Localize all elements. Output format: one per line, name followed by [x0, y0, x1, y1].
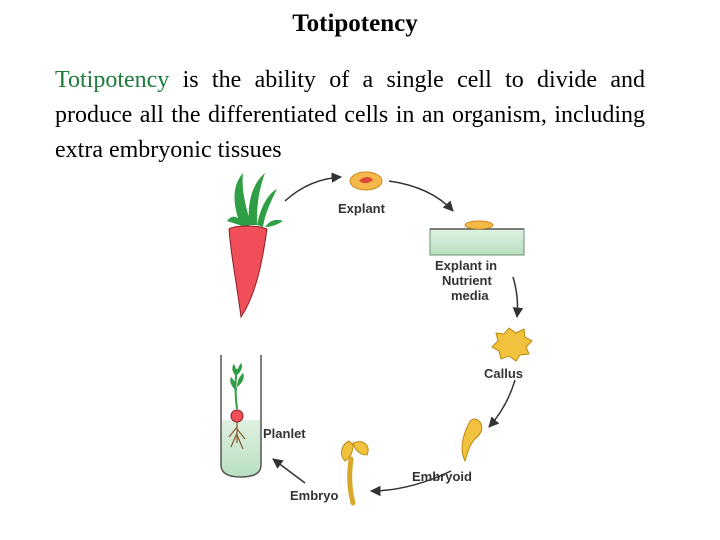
arrow-carrot-to-explant	[284, 172, 343, 202]
label-embryoid: Embryoid	[412, 469, 472, 484]
embryoid-icon	[461, 418, 483, 463]
arrow-callus-to-embryoid	[488, 379, 516, 428]
definition-term: Totipotency	[55, 67, 170, 93]
planlet-icon	[228, 363, 246, 450]
carrot-icon	[227, 173, 283, 319]
arrow-explant-to-dish	[388, 180, 454, 212]
explant-icon	[349, 171, 383, 191]
label-explant-media-2: Nutrient	[442, 273, 493, 288]
label-explant-media-3: media	[451, 288, 489, 303]
arrow-embryoid-to-embryo	[369, 470, 452, 497]
definition-text: is the ability of a single cell to divid…	[55, 67, 645, 163]
label-planlet: Planlet	[263, 426, 306, 441]
label-callus: Callus	[484, 366, 523, 381]
embryo-icon	[341, 440, 369, 506]
tissue-culture-diagram: Explant Explant in Nutrient media Callus…	[213, 165, 538, 527]
arrow-embryo-to-planlet	[272, 458, 306, 484]
label-embryo: Embryo	[290, 488, 338, 503]
slide-title: Totipotency	[292, 10, 418, 37]
petri-dish-icon	[429, 220, 525, 256]
definition-paragraph: Totipotency is the ability of a single c…	[55, 63, 645, 168]
label-explant: Explant	[338, 201, 386, 216]
callus-icon	[491, 327, 533, 362]
label-explant-media-1: Explant in	[435, 258, 497, 273]
arrow-dish-to-callus	[512, 276, 524, 319]
